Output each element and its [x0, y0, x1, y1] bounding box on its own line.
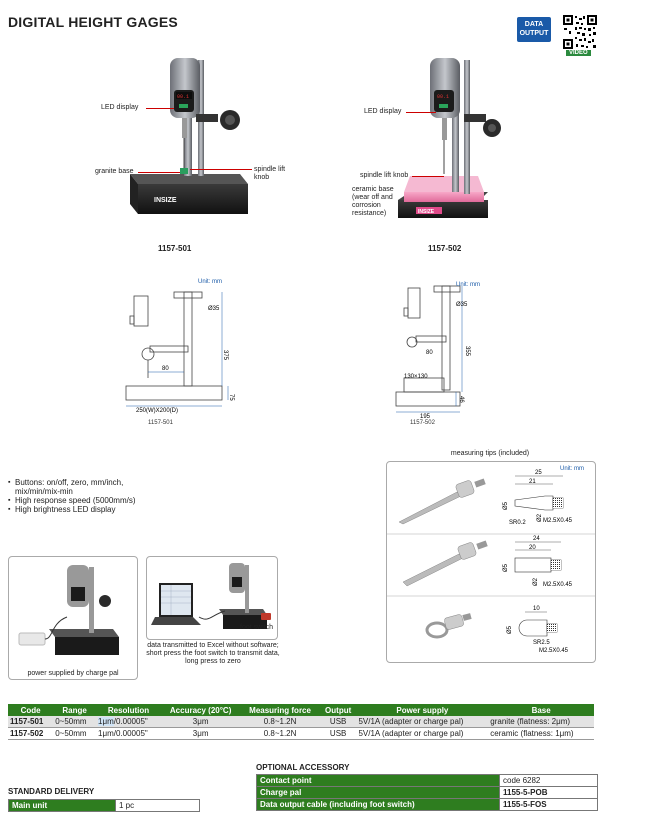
qr-code-icon[interactable] [562, 14, 598, 50]
col-resolution: Resolution [96, 704, 162, 716]
data-transmission-caption: data transmitted to Excel without softwa… [146, 642, 280, 665]
photo-charge-pal: power supplied by charge pal [8, 556, 138, 680]
tips-unit: Unit: mm [560, 466, 584, 472]
d1-375: 375 [222, 350, 228, 361]
col-base: Base [488, 704, 594, 716]
t2-d2: Ø2 [533, 577, 539, 586]
col-code: Code [8, 704, 54, 716]
d2-80: 80 [426, 350, 433, 356]
t2-thread: M2.5X0.45 [543, 582, 573, 588]
charge-pal-illustration [18, 565, 119, 655]
foot-switch-label: foot switch [240, 624, 274, 631]
standard-delivery-table: Main unit 1 pc [8, 799, 200, 812]
col-accuracy: Accuracy (20°C) [161, 704, 241, 716]
p2-led-label: LED display [364, 108, 402, 115]
p2-code: 1157-502 [428, 244, 462, 253]
table-row: Charge pal 1155-5-POB [256, 786, 598, 799]
drawing-1157-501: Ø35 80 375 75 250(W)X200(D) [125, 291, 234, 414]
p1-code: 1157-501 [158, 244, 192, 253]
spec-table: Code Range Resolution Accuracy (20°C) Me… [8, 704, 594, 740]
d2-code: 1157-502 [410, 420, 435, 426]
table-row: Data output cable (including foot switch… [256, 798, 598, 811]
measuring-tips-panel: Unit: mm 25 21 Ø5 Ø2 SR0.2 M2.5X0.45 24 … [386, 461, 596, 663]
p2-knob-label: spindle lift knob [360, 172, 409, 179]
t3-d5: Ø5 [507, 625, 513, 634]
d2-dia: Ø35 [456, 302, 468, 308]
d1-code: 1157-501 [148, 420, 173, 426]
data-output-badge: DATA OUTPUT [517, 17, 551, 42]
insize-logo-2: INSIZE [418, 209, 435, 215]
t3-sr: SR2.5 [533, 640, 550, 646]
resolution-highlight: 1μm [98, 717, 114, 726]
table-row: 1157-502 0~50mm 1μm/0.00005" 3μm 0.8~1.2… [8, 727, 594, 740]
p1-knob-leader [190, 169, 252, 170]
drawing-1157-502: Ø35 80 355 130×130 46 195 [395, 285, 470, 420]
d2-unit: Unit: mm [456, 282, 480, 288]
svg-text:00.1: 00.1 [177, 94, 189, 100]
p1-base-leader [138, 172, 180, 173]
p1-base-label: granite base [95, 168, 134, 175]
d1-75: 75 [228, 394, 234, 401]
d2-355: 355 [464, 346, 470, 357]
t1-d5: Ø5 [503, 501, 509, 510]
p2-knob-leader [412, 176, 444, 177]
optional-accessory-heading: OPTIONAL ACCESSORY [256, 763, 350, 772]
d2-46: 46 [458, 396, 464, 403]
t3-thread: M2.5X0.45 [539, 648, 569, 654]
d2-195: 195 [420, 414, 431, 420]
feature-item: High response speed (5000mm/s) [8, 496, 165, 505]
p1-led-label: LED display [101, 104, 139, 111]
d2-130: 130×130 [404, 374, 428, 380]
d1-unit: Unit: mm [198, 279, 222, 285]
product-1157-502-image: 00.1 INSIZE [398, 58, 501, 218]
d1-80: 80 [162, 366, 169, 372]
feature-item: High brightness LED display [8, 505, 165, 514]
col-output: Output [319, 704, 357, 716]
insize-logo-1: INSIZE [154, 197, 177, 204]
tips-drawings: 25 21 Ø5 Ø2 SR0.2 M2.5X0.45 24 20 Ø5 Ø2 … [387, 470, 595, 654]
optional-accessory-table: Contact point code 6282 Charge pal 1155-… [256, 774, 598, 811]
t1-21: 21 [529, 479, 536, 485]
standard-delivery-heading: STANDARD DELIVERY [8, 787, 95, 796]
product-1157-501-image: 00.1 INSIZE [130, 58, 248, 214]
t1-sr: SR0.2 [509, 520, 526, 526]
p2-led-leader [406, 112, 436, 113]
t2-20: 20 [529, 545, 536, 551]
t1-thread: M2.5X0.45 [543, 518, 573, 524]
t1-25: 25 [535, 470, 542, 476]
col-force: Measuring force [240, 704, 320, 716]
d1-dia: Ø35 [208, 306, 220, 312]
p2-base-label: ceramic base (wear off and corrosion res… [352, 186, 394, 217]
feature-list: Buttons: on/off, zero, mm/inch, mix/min/… [8, 478, 165, 514]
table-row: Main unit 1 pc [8, 799, 200, 812]
t1-d2: Ø2 [537, 513, 543, 522]
table-row: 1157-501 0~50mm 1μm/0.00005" 3μm 0.8~1.2… [8, 716, 594, 728]
p1-led-leader [146, 108, 174, 109]
table-row: Contact point code 6282 [256, 774, 598, 787]
svg-text:00.1: 00.1 [437, 94, 449, 100]
col-range: Range [53, 704, 97, 716]
laptop-setup-illustration [151, 563, 271, 629]
t2-d5: Ø5 [503, 563, 509, 572]
page-title: DIGITAL HEIGHT GAGES [8, 14, 178, 30]
t3-10: 10 [533, 606, 540, 612]
charge-pal-caption: power supplied by charge pal [27, 670, 119, 677]
photo-data-transmission [146, 556, 278, 640]
video-label: VIDEO [566, 50, 591, 56]
feature-item: Buttons: on/off, zero, mm/inch, mix/min/… [8, 478, 165, 496]
tips-heading: measuring tips (included) [450, 450, 530, 457]
p1-knob-label: spindle lift knob [254, 166, 286, 181]
col-power: Power supply [356, 704, 489, 716]
t2-24: 24 [533, 536, 540, 542]
d1-base: 250(W)X200(D) [136, 408, 178, 414]
